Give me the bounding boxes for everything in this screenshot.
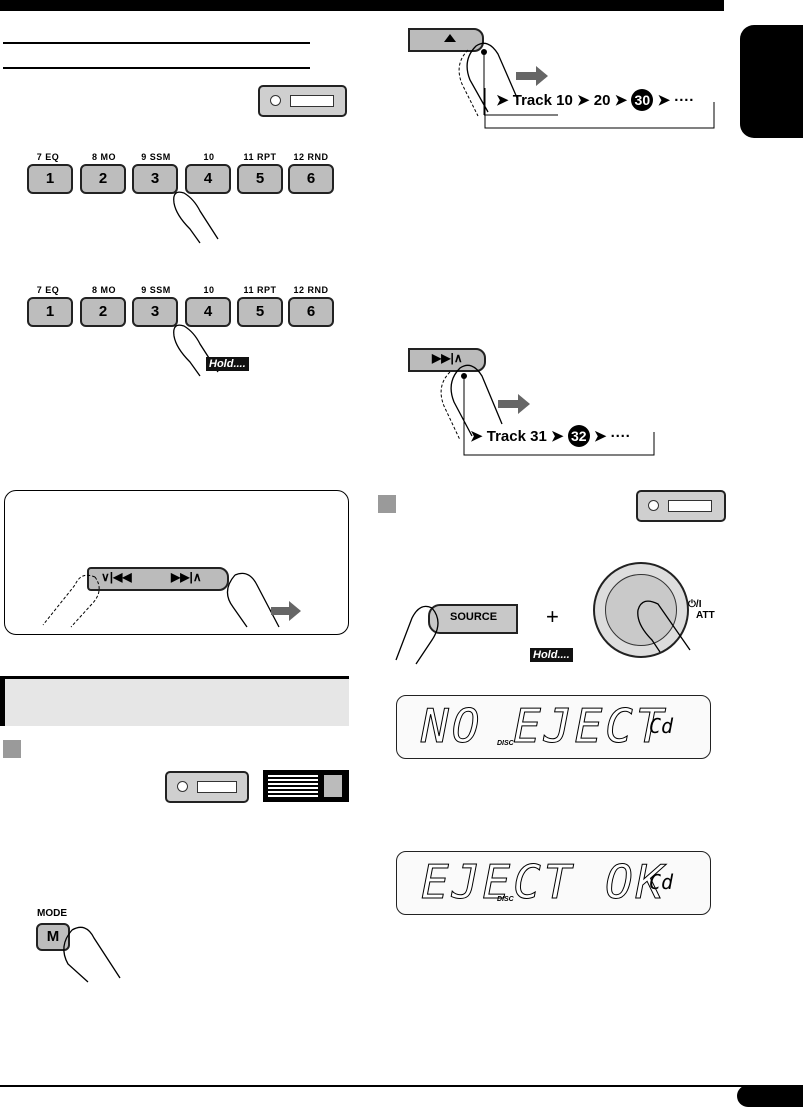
att-label: ATT xyxy=(696,610,715,621)
track-arrow: ➤ xyxy=(470,428,483,445)
cd-slot-icon xyxy=(636,490,726,522)
step-marker xyxy=(3,740,21,758)
track-arrow: ➤ xyxy=(614,92,628,109)
preset-buttons-row: 7 EQ 8 MO 9 SSM 10 11 RPT 12 RND 1 2 3 4… xyxy=(27,152,337,194)
finger-press-icon xyxy=(63,926,121,983)
finger-press-icon xyxy=(458,42,558,117)
preset-key-4[interactable]: 4 xyxy=(185,164,231,194)
preset-key-3[interactable]: 3 xyxy=(132,297,178,327)
preset-label: 12 RND xyxy=(293,152,329,162)
cd-slot-icon xyxy=(165,771,249,803)
control-dial[interactable] xyxy=(593,562,689,658)
track-start: Track 31 xyxy=(486,428,547,445)
hold-badge: Hold.... xyxy=(530,648,573,662)
track-start: Track 10 xyxy=(512,92,573,109)
preset-key-1[interactable]: 1 xyxy=(27,164,73,194)
track-ellipsis: ···· xyxy=(674,92,695,109)
section-heading xyxy=(0,676,349,726)
preset-label: 9 SSM xyxy=(141,152,171,162)
current-track-badge: 32 xyxy=(567,425,590,447)
eject-key-graphic xyxy=(408,28,484,52)
preset-key-1[interactable]: 1 xyxy=(27,297,73,327)
finger-press-icon xyxy=(395,605,439,665)
track-arrow: ➤ xyxy=(657,92,671,109)
preset-key-6[interactable]: 6 xyxy=(288,297,334,327)
track-arrow: ➤ xyxy=(593,428,607,445)
plus-sign: + xyxy=(546,604,559,629)
preset-label: 7 EQ xyxy=(36,152,60,162)
cd-slot-icon xyxy=(258,85,347,117)
preset-key-6[interactable]: 6 xyxy=(288,164,334,194)
preset-key-2[interactable]: 2 xyxy=(80,297,126,327)
preset-label: 8 MO xyxy=(91,285,116,295)
seek-keys-graphic: ∨|◀◀ ▶▶|∧ xyxy=(87,567,229,591)
power-label: ⏻/I xyxy=(688,599,702,610)
next-up-icon: ▶▶|∧ xyxy=(432,351,463,365)
skip-forward-key-graphic: ▶▶|∧ xyxy=(408,348,486,372)
lcd-main-text: NO EJECT xyxy=(421,699,667,754)
lcd-main-text: EJECT OK xyxy=(421,855,667,910)
disc-indicator: DISC xyxy=(497,896,514,903)
language-tab xyxy=(740,25,803,138)
lcd-source-text: Cd xyxy=(649,870,674,894)
preset-key-5[interactable]: 5 xyxy=(237,164,283,194)
preset-label: 7 EQ xyxy=(36,285,60,295)
preset-key-4[interactable]: 4 xyxy=(185,297,231,327)
finger-press-icon xyxy=(637,600,691,653)
mode-label: MODE xyxy=(37,908,67,919)
page-number-tab xyxy=(737,1085,803,1107)
preset-label: 8 MO xyxy=(91,152,116,162)
track-sequence: ➤ Track 10 ➤ 20 ➤ 30 ➤ ···· xyxy=(496,89,694,111)
changer-icon xyxy=(263,770,349,802)
preset-label: 9 SSM xyxy=(141,285,171,295)
preset-label: 11 RPT xyxy=(243,152,277,162)
preset-label: 12 RND xyxy=(293,285,329,295)
track-arrow: ➤ xyxy=(550,428,564,445)
preset-label: 10 xyxy=(203,285,215,295)
track-ellipsis: ···· xyxy=(610,428,631,445)
step-marker xyxy=(378,495,396,513)
finger-hold-icon xyxy=(173,324,219,377)
track-sequence: ➤ Track 31 ➤ 32 ➤ ···· xyxy=(470,425,631,447)
preset-key-5[interactable]: 5 xyxy=(237,297,283,327)
lcd-display: NO EJECT Cd DISC xyxy=(396,695,711,759)
finger-press-icon xyxy=(440,364,655,456)
title-underline xyxy=(3,67,310,69)
track-arrow: ➤ xyxy=(496,92,509,109)
preset-buttons-row: 7 EQ 8 MO 9 SSM 10 11 RPT 12 RND 1 2 3 4… xyxy=(27,285,337,327)
top-rule xyxy=(0,0,724,11)
note-box: ∨|◀◀ ▶▶|∧ xyxy=(4,490,349,635)
source-button[interactable]: SOURCE xyxy=(428,604,518,634)
preset-label: 11 RPT xyxy=(243,285,277,295)
next-up-icon: ▶▶|∧ xyxy=(171,570,202,584)
preset-key-3[interactable]: 3 xyxy=(132,164,178,194)
preset-label: 10 xyxy=(203,152,215,162)
track-step: 20 xyxy=(593,92,611,109)
footer-rule xyxy=(0,1085,803,1087)
lcd-source-text: Cd xyxy=(649,714,674,738)
track-arrow: ➤ xyxy=(576,92,590,109)
source-button-label: SOURCE xyxy=(450,611,498,623)
disc-indicator: DISC xyxy=(497,740,514,747)
finger-press-icon xyxy=(173,191,219,244)
prev-down-icon: ∨|◀◀ xyxy=(101,570,132,584)
two-finger-press-icon xyxy=(42,572,301,628)
current-track-badge: 30 xyxy=(631,89,654,111)
hold-badge: Hold.... xyxy=(206,357,249,371)
lcd-display: EJECT OK Cd DISC xyxy=(396,851,711,915)
title-underline xyxy=(3,42,310,44)
track-flow-frame xyxy=(484,88,715,129)
preset-key-2[interactable]: 2 xyxy=(80,164,126,194)
